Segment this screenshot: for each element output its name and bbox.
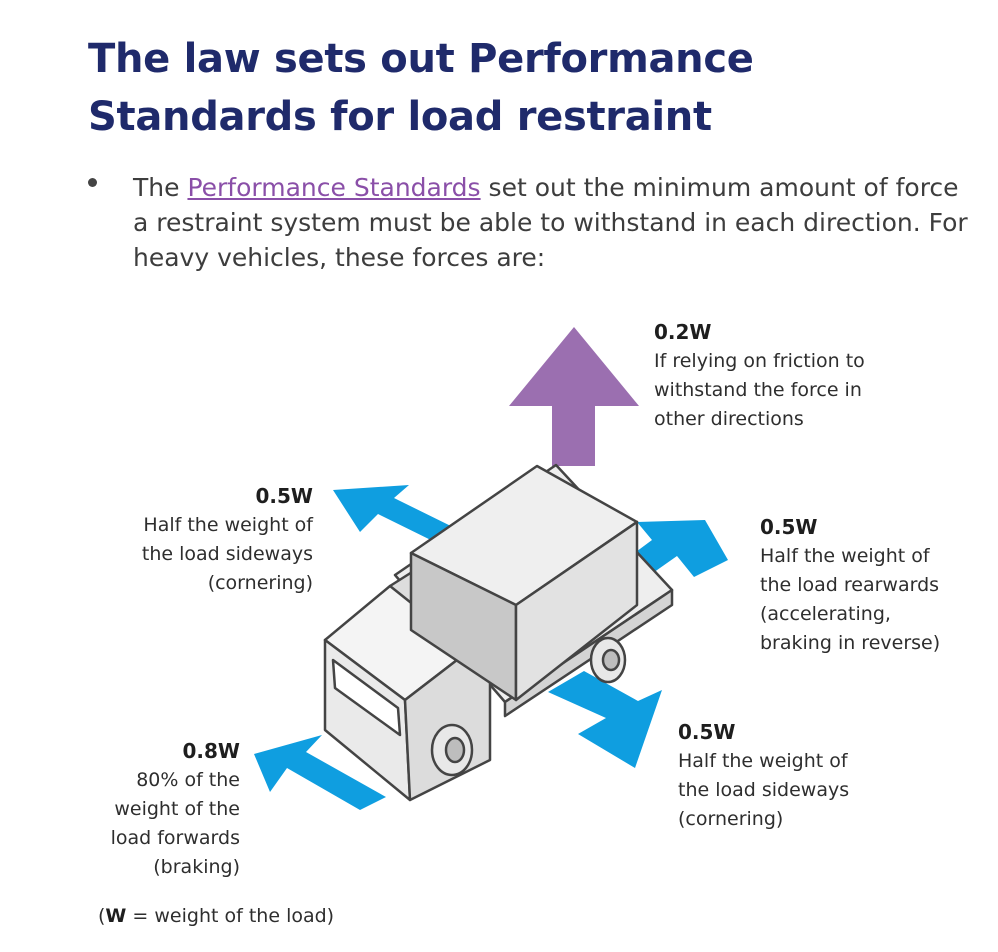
label-up-line: withstand the force in [654, 379, 862, 401]
label-rearward-line: braking in reverse) [760, 632, 941, 654]
label-right-sideways: 0.5W Half the weight of the load sideway… [678, 718, 928, 834]
label-right-sideways-line: Half the weight of [678, 750, 848, 772]
label-right-sideways-line: (cornering) [678, 808, 784, 830]
bullet-suffix: set out the minimum amount of force a re… [133, 173, 968, 272]
cargo-side [514, 520, 639, 702]
label-up-value: 0.2W [654, 320, 712, 344]
label-right-sideways-line: the load sideways [678, 779, 850, 801]
arrow-left-sideways [333, 485, 463, 548]
label-rearward-line: Half the weight of [760, 545, 930, 567]
label-left-sideways-line: Half the weight of [143, 514, 313, 536]
footnote-text: = weight of the load) [126, 905, 335, 927]
label-forward-line: (braking) [153, 856, 240, 878]
label-left-sideways-value: 0.5W [255, 484, 314, 508]
footnote-open: ( [98, 905, 106, 927]
label-forward: 0.8W 80% of the weight of the load forwa… [60, 737, 240, 882]
label-right-sideways-value: 0.5W [678, 720, 736, 744]
label-up-line: If relying on friction to [654, 350, 865, 372]
truck-tray-side [503, 588, 674, 718]
footnote: (W = weight of the load) [98, 905, 334, 927]
arrow-rearward [625, 520, 728, 577]
truck [323, 463, 674, 802]
arrow-up [509, 327, 639, 466]
label-left-sideways: 0.5W Half the weight of the load sideway… [95, 482, 313, 598]
footnote-symbol: W [105, 905, 127, 927]
label-rearward: 0.5W Half the weight of the load rearwar… [760, 513, 990, 658]
label-up-line: other directions [654, 408, 804, 430]
arrow-forward [254, 735, 386, 810]
label-forward-line: 80% of the [136, 769, 240, 791]
wheel-rear-hub [601, 648, 621, 672]
label-forward-line: load forwards [110, 827, 240, 849]
arrow-right-sideways [548, 671, 662, 768]
page-title: The law sets out Performance Standards f… [88, 36, 754, 140]
bullet-paragraph: The Performance Standards set out the mi… [133, 170, 973, 275]
label-rearward-line: (accelerating, [760, 603, 891, 625]
label-left-sideways-line: (cornering) [207, 572, 313, 594]
bullet-prefix: The [133, 173, 188, 202]
wheel-front-hub [444, 736, 466, 764]
label-forward-value: 0.8W [182, 739, 241, 763]
label-forward-line: weight of the [114, 798, 240, 820]
performance-standards-link[interactable]: Performance Standards [187, 173, 481, 202]
label-left-sideways-line: the load sideways [141, 543, 313, 565]
truck-windshield [331, 658, 402, 737]
label-rearward-line: the load rearwards [760, 574, 940, 596]
bullet-dot [88, 178, 97, 187]
label-rearward-value: 0.5W [760, 515, 818, 539]
label-up: 0.2W If relying on friction to withstand… [654, 318, 984, 434]
